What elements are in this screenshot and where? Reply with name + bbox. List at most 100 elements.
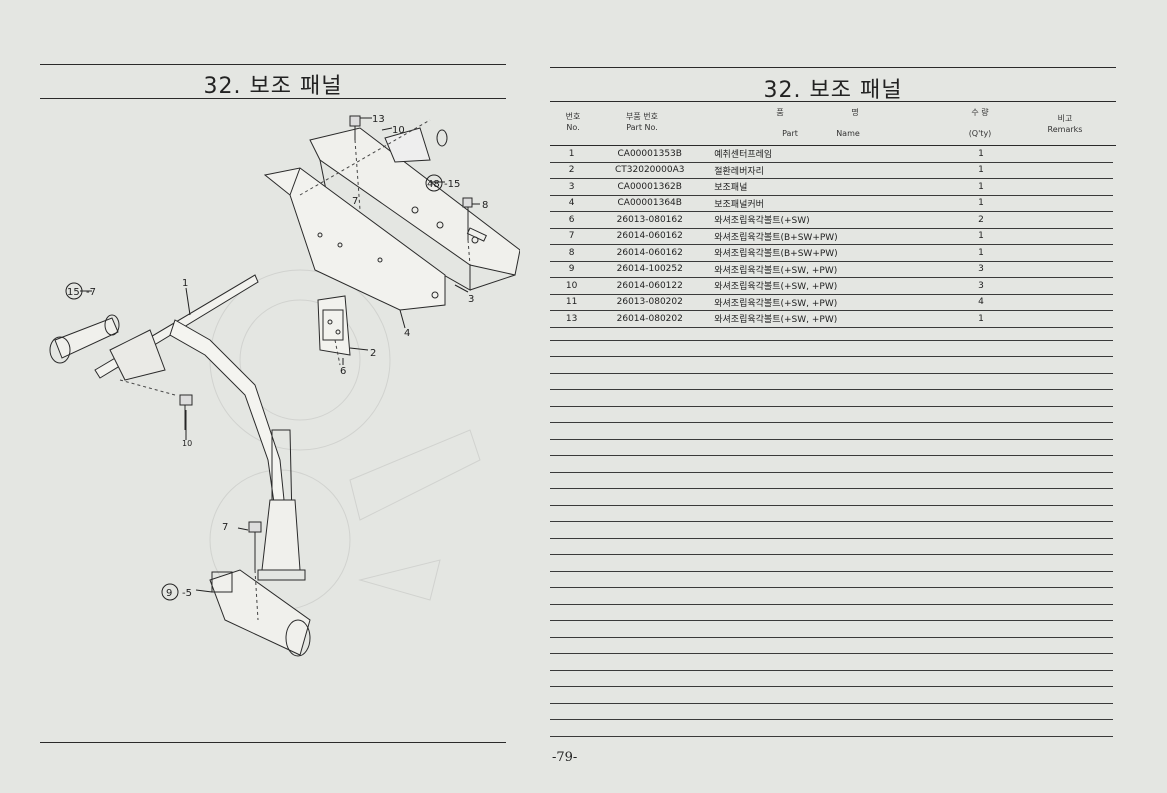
header-remarks-ko: 비고: [1057, 114, 1073, 123]
header-no-ko: 번호: [565, 112, 581, 121]
title-rule-bottom: [550, 101, 1116, 102]
callout-6: 6: [340, 366, 346, 377]
row-number: 13: [550, 310, 594, 328]
part-name: 와셔조립육각볼트(+SW, +PW): [706, 310, 942, 328]
quantity: 1: [941, 162, 1021, 179]
bracket-part-48: [384, 127, 448, 163]
ruled-line: [550, 537, 1113, 539]
quantity: 1: [941, 146, 1021, 163]
callout-8: 8: [482, 200, 488, 211]
callout-15: 15: [67, 287, 80, 298]
ruled-line: [550, 389, 1113, 390]
callout-48: 48: [427, 179, 440, 190]
ruled-line: [550, 521, 1113, 522]
callout-2: 2: [370, 348, 376, 359]
part-name: 와셔조립육각볼트(+SW, +PW): [706, 261, 942, 278]
part-number: CA00001353B: [593, 146, 707, 163]
remarks: [1020, 178, 1113, 196]
remarks: [1020, 195, 1113, 212]
callout-9-qty: -5: [182, 588, 192, 599]
ruled-line: [550, 587, 1113, 588]
part-number: 26014-060162: [593, 228, 707, 245]
ruled-line: [550, 438, 1113, 440]
callout-1: 1: [182, 278, 188, 289]
remarks: [1020, 244, 1113, 262]
row-number: 3: [550, 178, 594, 196]
quantity: 1: [941, 195, 1021, 212]
right-page: 32. 보조 패널 번호 No. 부품 번호 Part No. 품 명 Part…: [540, 0, 1167, 793]
row-number: 7: [550, 228, 594, 245]
part-number: CT32020000A3: [593, 162, 707, 179]
bolt-part-7: [248, 521, 262, 570]
header-part-ko: 부품 번호: [626, 112, 658, 121]
ruled-line: [550, 356, 1113, 357]
part-number: 26014-060162: [593, 244, 707, 262]
part-name: 와셔조립육각볼트(+SW): [706, 211, 942, 229]
part-name: 와셔조립육각볼트(B+SW+PW): [706, 244, 942, 262]
auxiliary-panel-cover-part-4: [263, 167, 446, 311]
callout-10-lower: 10: [182, 439, 192, 448]
ruled-line: [550, 372, 1113, 374]
quantity: 1: [941, 228, 1021, 245]
ruled-line: [550, 455, 1113, 456]
part-name: 보조패널커버: [706, 195, 942, 212]
quantity: 1: [941, 178, 1021, 196]
ruled-line: [550, 488, 1113, 489]
ruled-line: [550, 719, 1113, 720]
title-rule-bottom: [40, 98, 506, 99]
ruled-line: [550, 504, 1113, 506]
remarks: [1020, 146, 1113, 163]
bolt-part-13: [349, 115, 361, 140]
part-number: 26014-100252: [593, 261, 707, 278]
row-number: 1: [550, 146, 594, 163]
page-number: -79-: [552, 750, 578, 765]
exploded-parts-diagram: 13 10 48 -15 8 7 3 4 1 15 -7 2 6 10 7 9 …: [49, 114, 520, 657]
remarks: [1020, 310, 1113, 328]
ruled-line: [550, 735, 1113, 737]
row-number: 11: [550, 294, 594, 311]
part-number: 26013-080162: [593, 211, 707, 229]
pipe-part-15: [49, 314, 120, 364]
ruled-line: [550, 686, 1113, 687]
bolt-part-10: [179, 394, 193, 430]
part-number: 26014-060122: [593, 277, 707, 295]
callout-3: 3: [468, 294, 474, 305]
page-title: 32. 보조 패널: [203, 74, 343, 99]
header-name-en1: Part: [782, 129, 798, 138]
header-qty-en: (Q'ty): [968, 129, 992, 138]
ruled-line: [550, 554, 1113, 555]
part-name: 와셔조립육각볼트(+SW, +PW): [706, 294, 942, 311]
part-number: 26013-080202: [593, 294, 707, 311]
bolt-part-8: [462, 197, 473, 240]
remarks: [1020, 228, 1113, 245]
row-number: 2: [550, 162, 594, 179]
callout-15-qty: -7: [86, 287, 96, 298]
part-number: 26014-080202: [593, 310, 707, 328]
callout-48-qty: -15: [444, 179, 460, 190]
part-name: 와셔조립육각볼트(B+SW+PW): [706, 228, 942, 245]
callout-7-lower: 7: [222, 522, 228, 533]
row-number: 9: [550, 261, 594, 278]
quantity: 3: [941, 261, 1021, 278]
ruled-line: [550, 570, 1113, 572]
ruled-line: [550, 702, 1113, 704]
row-number: 6: [550, 211, 594, 229]
ruled-line: [550, 669, 1113, 671]
lever-seat-part-2: [317, 295, 351, 356]
header-name-ko2: 명: [851, 108, 859, 117]
remarks: [1020, 162, 1113, 179]
header-name-en2: Name: [836, 129, 860, 138]
pipe-part-9: [209, 569, 311, 657]
header-remarks: 비고 Remarks: [1040, 113, 1090, 135]
ruled-line: [550, 422, 1113, 423]
page-title: 32. 보조 패널: [763, 78, 903, 103]
quantity: 1: [941, 310, 1021, 328]
callout-13: 13: [372, 114, 385, 125]
ruled-line: [550, 405, 1113, 407]
header-name-ko1: 품: [776, 108, 784, 117]
